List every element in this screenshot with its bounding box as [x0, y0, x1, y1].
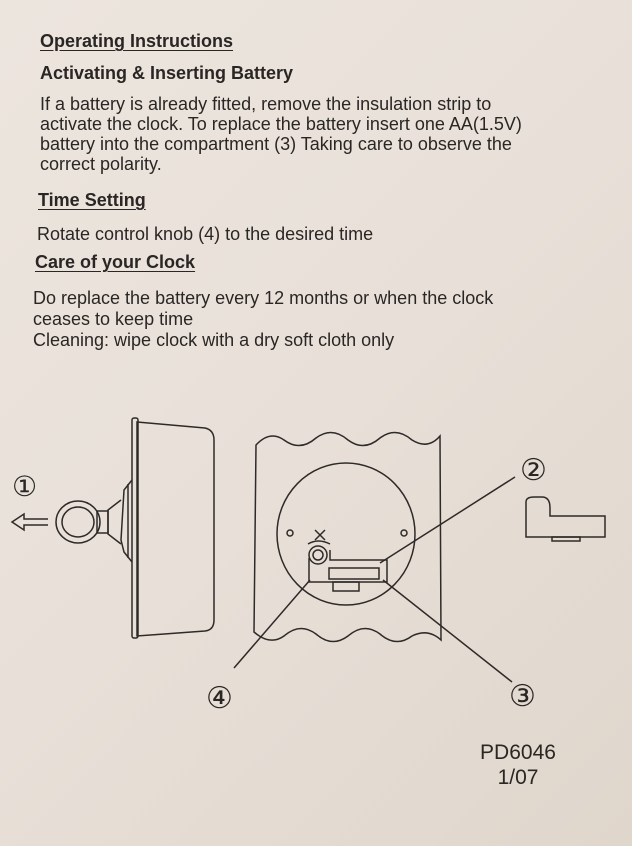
- text-line: ceases to keep time: [33, 309, 194, 329]
- battery-instructions: If a battery is already fitted, remove t…: [40, 94, 522, 174]
- section-title-time: Time Setting: [38, 190, 146, 210]
- text-line: Cleaning: wipe clock with a dry soft clo…: [33, 330, 395, 350]
- callout-3: ③: [509, 680, 536, 713]
- callout-4: ④: [206, 682, 233, 715]
- clock-back-view: [253, 431, 442, 643]
- control-knob: [308, 545, 328, 565]
- section-title-battery: Activating & Inserting Battery: [40, 63, 294, 83]
- battery-compartment: [328, 567, 380, 580]
- print-date: 1/07: [497, 766, 539, 789]
- care-instructions: Do replace the battery every 12 months o…: [33, 288, 493, 351]
- clock-side-view: [10, 417, 215, 639]
- text-line: Do replace the battery every 12 months o…: [33, 288, 494, 308]
- model-number: PD6046: [480, 741, 556, 764]
- page-title: Operating Instructions: [40, 31, 234, 51]
- text-line: correct polarity.: [40, 154, 162, 174]
- section-title-care: Care of your Clock: [35, 252, 196, 272]
- model-code: PD6046 1/07: [470, 740, 566, 790]
- text-line: activate the clock. To replace the batte…: [40, 114, 522, 134]
- callout-1: ①: [12, 471, 38, 502]
- callout-2: ②: [520, 454, 547, 487]
- text-line: battery into the compartment (3) Taking …: [40, 134, 512, 154]
- text-line: If a battery is already fitted, remove t…: [40, 94, 492, 114]
- time-instructions: Rotate control knob (4) to the desired t…: [37, 224, 374, 244]
